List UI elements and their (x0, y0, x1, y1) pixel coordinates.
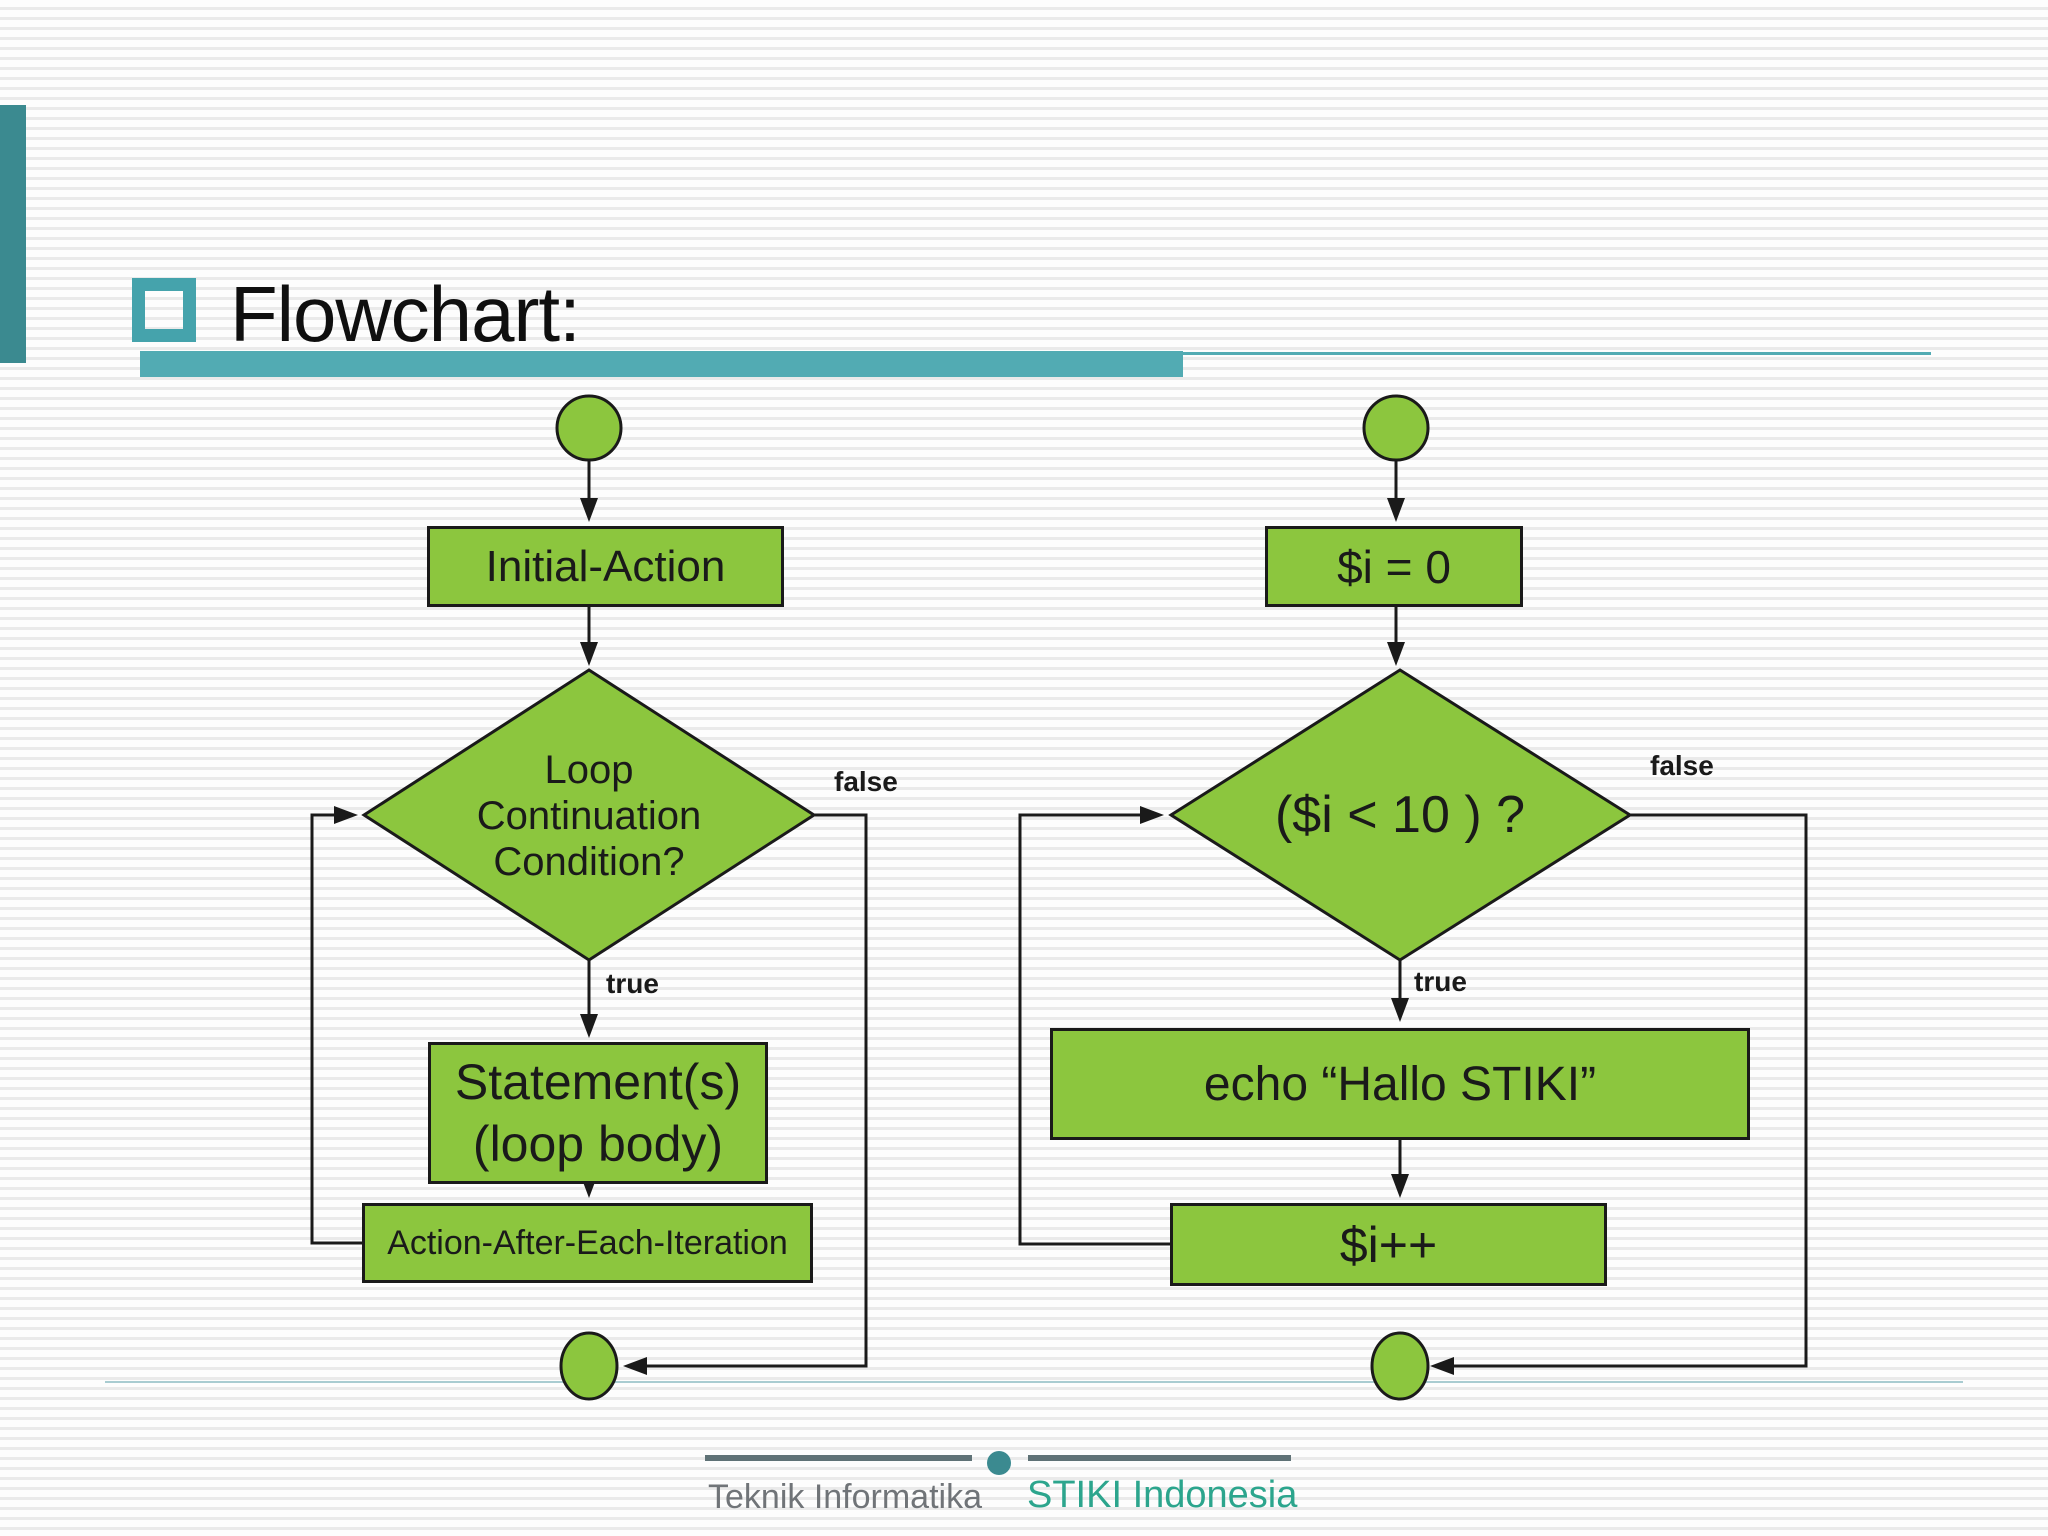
php-false-path (1430, 813, 1808, 1375)
generic-start-terminal (555, 394, 623, 462)
left-accent-bar (0, 105, 26, 363)
title-underline-bar (140, 351, 1183, 377)
php-start-terminal (1362, 394, 1430, 462)
generic-false-path (623, 813, 868, 1375)
php-increment-label: $i++ (1339, 1216, 1438, 1273)
generic-loopback-path (310, 806, 362, 1245)
footer-dot-icon (987, 1451, 1011, 1475)
bottom-divider-line (105, 1381, 1963, 1383)
footer-institution: STIKI Indonesia (1027, 1474, 1298, 1516)
php-false-label: false (1650, 750, 1714, 781)
generic-false-label: false (834, 766, 898, 797)
generic-statements-line1: Statement(s) (454, 1054, 742, 1110)
php-initialization-box: $i = 0 (1265, 526, 1523, 607)
php-loop-body-label: echo “Hallo STIKI” (1203, 1057, 1597, 1111)
generic-statements-line2: (loop body) (472, 1116, 724, 1172)
generic-condition-line2: Continuation (476, 794, 702, 838)
generic-condition-line3: Condition? (493, 840, 685, 884)
slide-title: Flowchart: (230, 270, 581, 358)
generic-condition-text: Loop Continuation Condition? (429, 747, 749, 885)
generic-true-label: true (606, 968, 659, 999)
title-bullet-square-icon (132, 278, 196, 342)
php-loopback-path (1018, 806, 1170, 1246)
php-condition-text: ($i < 10 ) ? (1225, 786, 1575, 844)
php-true-label: true (1414, 966, 1467, 997)
php-initialization-label: $i = 0 (1337, 540, 1451, 593)
php-loop-body-box: echo “Hallo STIKI” (1050, 1028, 1750, 1140)
php-increment-box: $i++ (1170, 1203, 1607, 1286)
php-end-terminal (1370, 1331, 1430, 1401)
footer-department: Teknik Informatika (708, 1478, 982, 1516)
generic-condition-line1: Loop (544, 748, 634, 792)
generic-initial-action-box: Initial-Action (427, 526, 784, 607)
footer-left-bar (705, 1455, 972, 1461)
generic-after-iteration-label: Action-After-Each-Iteration (387, 1223, 788, 1262)
generic-after-iteration-box: Action-After-Each-Iteration (362, 1203, 813, 1283)
title-underline-rule (1183, 352, 1931, 355)
generic-initial-action-label: Initial-Action (485, 541, 726, 591)
php-condition-label: ($i < 10 ) ? (1274, 786, 1526, 844)
footer-right-bar (1028, 1455, 1291, 1461)
generic-end-terminal (559, 1331, 619, 1401)
generic-statements-box: Statement(s) (loop body) (428, 1042, 768, 1184)
